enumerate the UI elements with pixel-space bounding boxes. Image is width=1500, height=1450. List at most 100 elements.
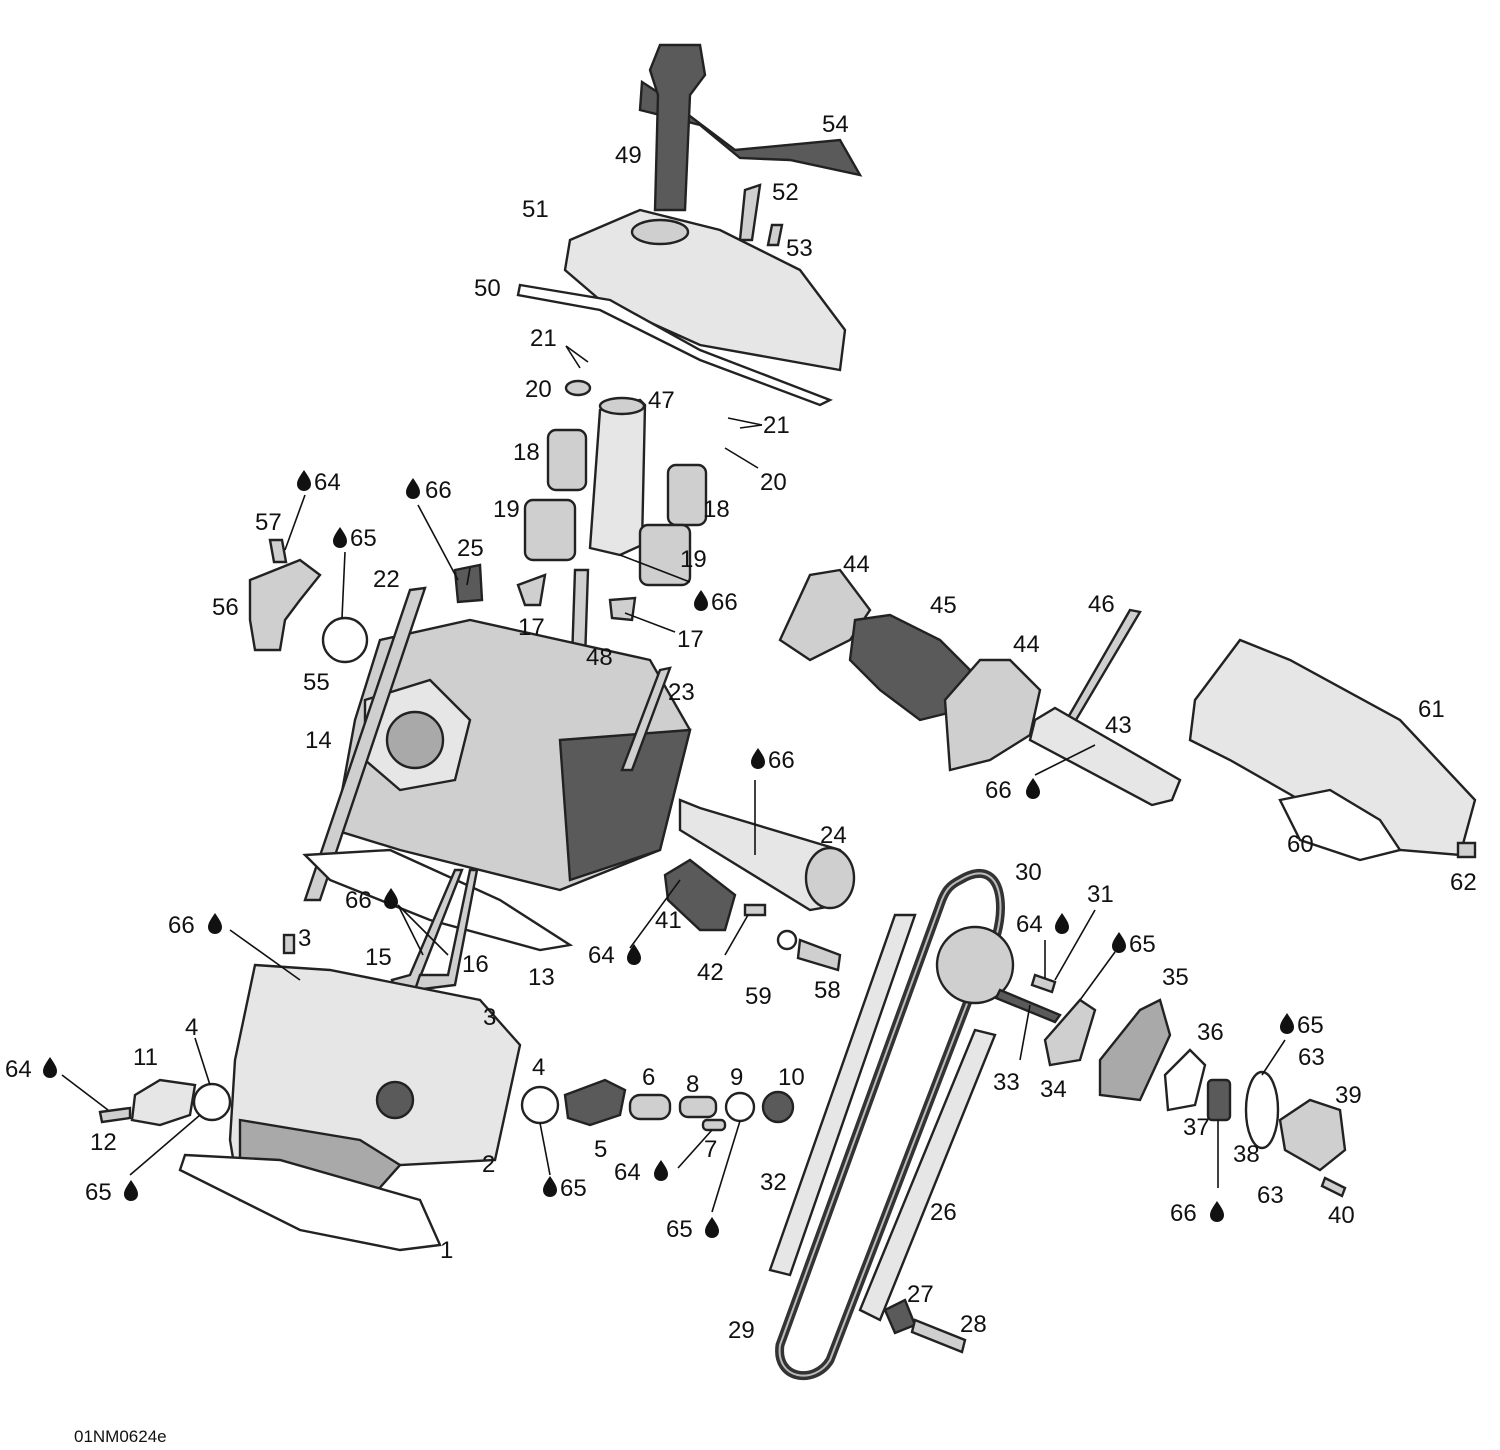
lube-64: 64 [614, 1159, 641, 1186]
callout-30: 30 [1015, 859, 1042, 886]
callout-34: 34 [1040, 1076, 1067, 1103]
callout-4: 4 [532, 1054, 545, 1081]
callout-36: 36 [1197, 1019, 1224, 1046]
lube-66: 66 [985, 777, 1012, 804]
oil-drop-icon [124, 1180, 138, 1201]
callout-10: 10 [778, 1064, 805, 1091]
callout-53: 53 [786, 235, 813, 262]
callout-38: 38 [1233, 1141, 1260, 1168]
dowel-3-top [282, 933, 296, 955]
lube-65: 65 [560, 1175, 587, 1202]
callout-17: 17 [518, 614, 545, 641]
callout-51: 51 [522, 196, 549, 223]
gasket-36 [1163, 1048, 1207, 1112]
callout-32: 32 [760, 1169, 787, 1196]
oil-drop-icon [1026, 778, 1040, 799]
spring-33 [994, 988, 1062, 1024]
lube-66: 66 [345, 887, 372, 914]
oil-drop-icon [751, 748, 765, 769]
oil-drop-icon [654, 1160, 668, 1181]
screw-53 [766, 223, 784, 247]
leader-65a [341, 551, 346, 619]
cap-10 [761, 1090, 795, 1124]
oil-drop-icon [543, 1176, 557, 1197]
leader-66a [619, 554, 691, 583]
callout-43: 43 [1105, 712, 1132, 739]
oil-drop-icon [1280, 1013, 1294, 1034]
spring-19-left [523, 498, 577, 562]
callout-4: 4 [185, 1014, 198, 1041]
lube-65: 65 [1297, 1012, 1324, 1039]
lube-64: 64 [5, 1056, 32, 1083]
callout-8: 8 [686, 1071, 699, 1098]
callout-27: 27 [907, 1281, 934, 1308]
oil-drop-icon [406, 478, 420, 499]
callout-18: 18 [703, 496, 730, 523]
oil-drop-icon [1055, 913, 1069, 934]
nut-62 [1456, 841, 1477, 859]
stud-22 [303, 586, 427, 902]
leader-65e [711, 1120, 741, 1213]
oil-drop-icon [333, 527, 347, 548]
callout-42: 42 [697, 959, 724, 986]
leader-66f [229, 929, 301, 981]
plug-tube-top [598, 396, 646, 416]
callout-57: 57 [255, 509, 282, 536]
callout-52: 52 [772, 179, 799, 206]
leader-21a2 [565, 345, 581, 369]
lube-65: 65 [85, 1179, 112, 1206]
callout-5: 5 [594, 1136, 607, 1163]
callout-46: 46 [1088, 591, 1115, 618]
callout-33: 33 [993, 1069, 1020, 1096]
leader-42 [724, 914, 749, 956]
lube-66: 66 [425, 477, 452, 504]
oring-9 [724, 1091, 756, 1123]
callout-3: 3 [483, 1004, 496, 1031]
valve-cover-gasket [516, 283, 833, 407]
callout-9: 9 [730, 1064, 743, 1091]
gear-37 [1206, 1078, 1232, 1122]
base-gasket [178, 1153, 442, 1252]
callout-21: 21 [763, 412, 790, 439]
callout-63: 63 [1257, 1182, 1284, 1209]
leader-65c [1079, 951, 1116, 1001]
callout-12: 12 [90, 1129, 117, 1156]
callout-44: 44 [1013, 631, 1040, 658]
oil-drop-icon [208, 913, 222, 934]
callout-6: 6 [642, 1064, 655, 1091]
cylinder-head-port-bore [385, 710, 445, 770]
thermostat-housing [248, 558, 322, 652]
retainer-17-left [516, 573, 547, 607]
callout-29: 29 [728, 1317, 755, 1344]
oil-drop-icon [705, 1217, 719, 1238]
callout-labels: 1 2 3 3 4 4 5 6 7 8 9 10 11 12 13 14 15 … [5, 111, 1477, 1344]
manifold-gasket [1278, 788, 1402, 862]
callout-20: 20 [760, 469, 787, 496]
callout-15: 15 [365, 944, 392, 971]
tensioner-guide-26 [858, 1028, 997, 1322]
retainer-20-top [564, 379, 592, 397]
leader-64b [629, 879, 681, 949]
oil-drop-icon [694, 590, 708, 611]
callout-55: 55 [303, 669, 330, 696]
callout-41: 41 [655, 907, 682, 934]
part-8 [678, 1095, 718, 1119]
cover-35 [1098, 998, 1172, 1102]
callout-19: 19 [493, 496, 520, 523]
callout-2: 2 [482, 1151, 495, 1178]
callout-17: 17 [677, 626, 704, 653]
callout-59: 59 [745, 983, 772, 1010]
valve-cover-boss [630, 218, 690, 246]
leader-21a [565, 345, 589, 363]
oil-drop-icon [43, 1057, 57, 1078]
callout-14: 14 [305, 727, 332, 754]
callout-58: 58 [814, 977, 841, 1004]
screw-52 [738, 183, 762, 242]
callout-16: 16 [462, 951, 489, 978]
oil-drop-icon [627, 944, 641, 965]
callout-21: 21 [530, 325, 557, 352]
screw-12 [98, 1106, 132, 1124]
callout-20: 20 [525, 376, 552, 403]
callout-61: 61 [1418, 696, 1445, 723]
